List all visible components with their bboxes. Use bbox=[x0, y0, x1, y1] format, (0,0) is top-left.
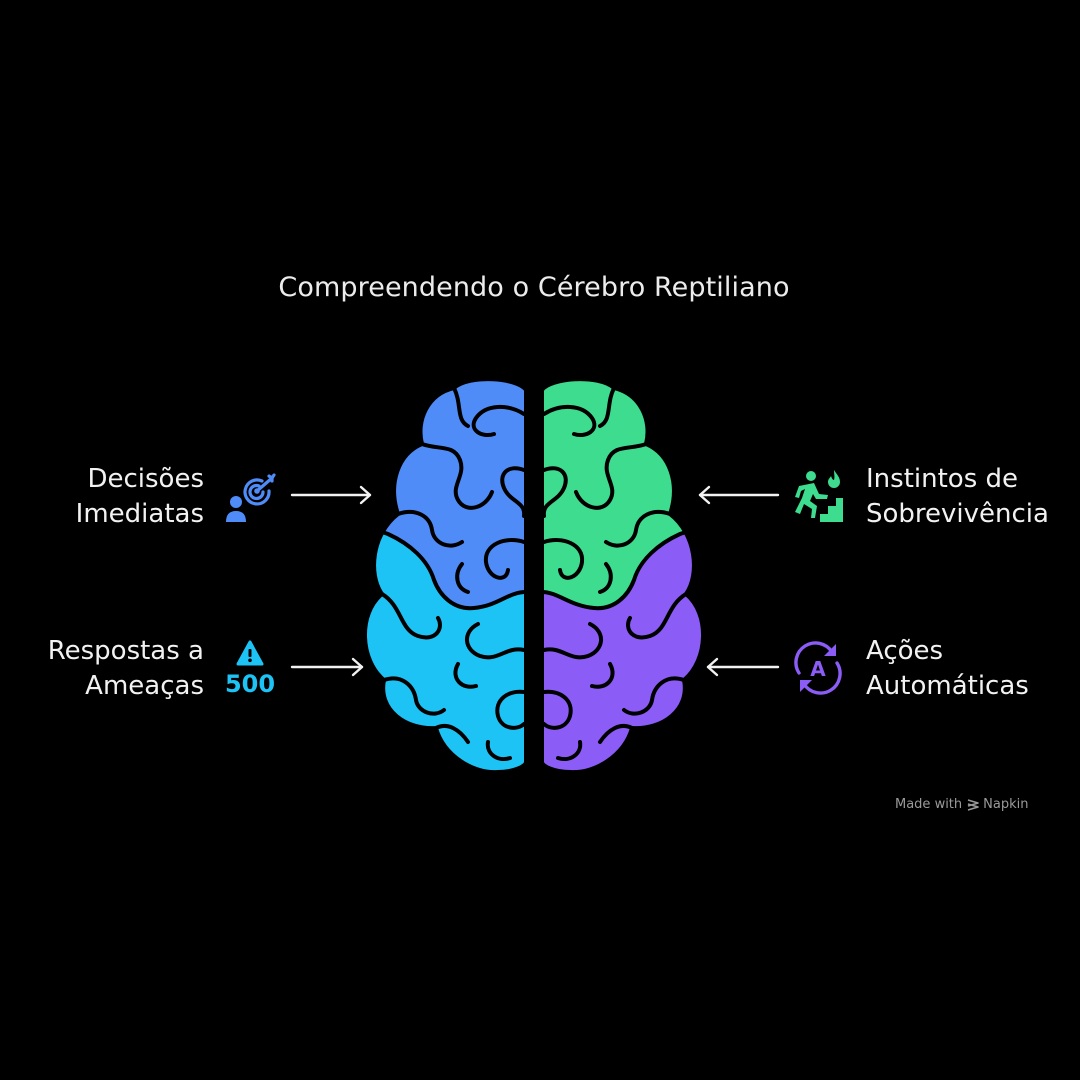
arrow-instintos-to-brain bbox=[698, 485, 780, 505]
napkin-logo-icon bbox=[967, 798, 979, 811]
escape-stairs-fire-icon bbox=[795, 470, 843, 522]
napkin-watermark: Made with Napkin bbox=[895, 797, 1028, 812]
arrow-decisoes-to-brain bbox=[290, 485, 372, 505]
svg-text:A: A bbox=[810, 657, 826, 681]
diagram-title: Compreendendo o Cérebro Reptiliano bbox=[278, 272, 790, 303]
warning-500-icon: 500 bbox=[225, 640, 275, 696]
made-with-text: Made with bbox=[895, 797, 963, 812]
svg-text:500: 500 bbox=[225, 670, 275, 696]
target-person-icon bbox=[226, 473, 276, 522]
arrow-respostas-to-brain bbox=[290, 657, 364, 677]
brain-illustration bbox=[363, 377, 705, 775]
arrow-acoes-to-brain bbox=[706, 657, 780, 677]
automatic-cycle-icon: A bbox=[794, 641, 842, 695]
napkin-brand-text: Napkin bbox=[983, 797, 1029, 812]
